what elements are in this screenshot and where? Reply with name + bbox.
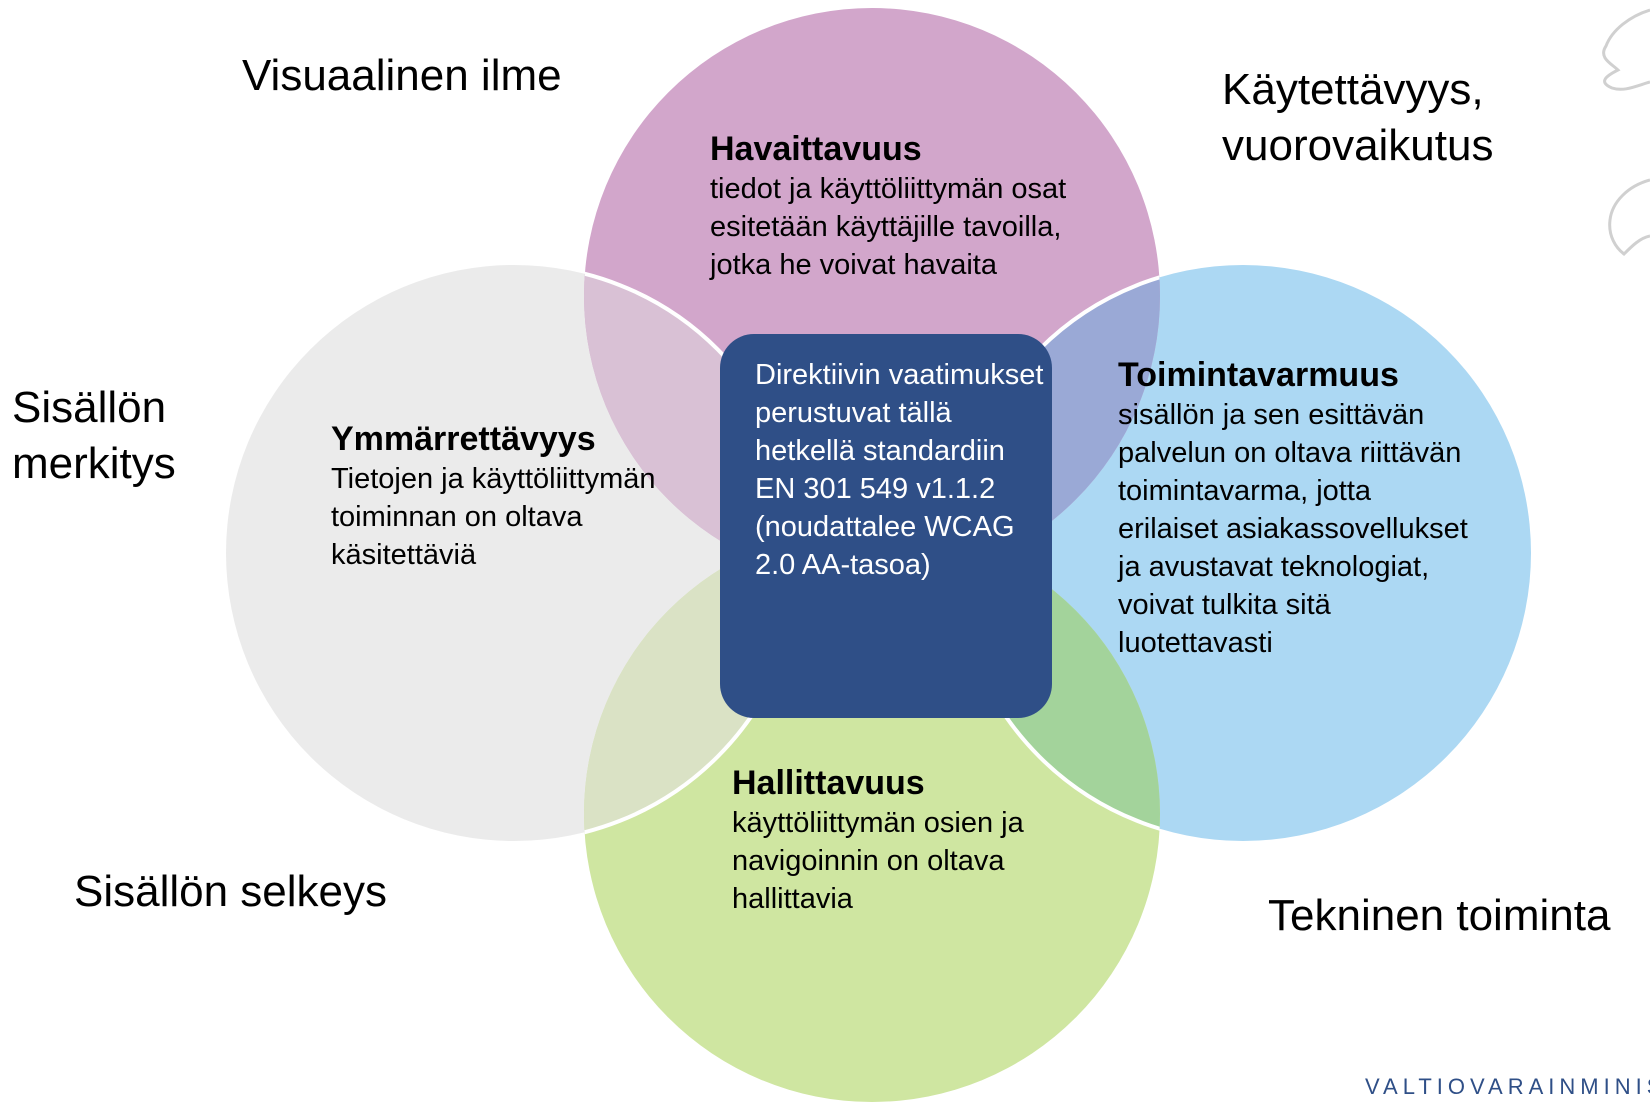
ministry-logo: VALTIOVARAINMINISTE — [1365, 1074, 1650, 1099]
hallittavuus-desc: käyttöliittymän osien ja navigoinnin on … — [732, 807, 1024, 915]
havaittavuus-desc: tiedot ja käyttöliittymän osat esitetään… — [710, 173, 1067, 281]
toimintavarmuus-desc: sisällön ja sen esittävän palvelun on ol… — [1118, 399, 1468, 659]
overlap-top-right — [955, 265, 1160, 584]
block-toimintavarmuus: Toimintavarmuus sisällön ja sen esittävä… — [1118, 354, 1468, 662]
lion-ornament-icon — [1602, 8, 1650, 256]
center-box — [720, 334, 1052, 718]
toimintavarmuus-title: Toimintavarmuus — [1118, 356, 1399, 394]
block-hallittavuus: Hallittavuus käyttöliittymän osien ja na… — [732, 762, 1072, 918]
ymmarrettavyys-title: Ymmärrettävyys — [331, 420, 596, 458]
block-havaittavuus: Havaittavuus tiedot ja käyttöliittymän o… — [710, 128, 1110, 284]
label-sisallon-selkeys: Sisällön selkeys — [74, 867, 388, 916]
ymmarrettavyys-desc: Tietojen ja käyttöliittymän toiminnan on… — [331, 463, 656, 571]
center-text: Direktiivin vaatimukset perustuvat tällä… — [755, 359, 1044, 581]
hallittavuus-title: Hallittavuus — [732, 764, 925, 802]
overlap-top-left — [584, 265, 802, 584]
havaittavuus-title: Havaittavuus — [710, 130, 922, 168]
label-sisallon-merkitys: Sisällön merkitys — [12, 383, 176, 488]
overlap-bottom-left — [584, 526, 802, 841]
overlap-bottom-right — [955, 526, 1160, 841]
block-ymmarrettavyys: Ymmärrettävyys Tietojen ja käyttöliittym… — [331, 418, 691, 574]
label-kaytettavyys: Käytettävyys, vuorovaikutus — [1222, 65, 1494, 170]
label-visuaalinen-ilme: Visuaalinen ilme — [242, 51, 562, 100]
label-tekninen-toiminta: Tekninen toiminta — [1268, 891, 1611, 940]
